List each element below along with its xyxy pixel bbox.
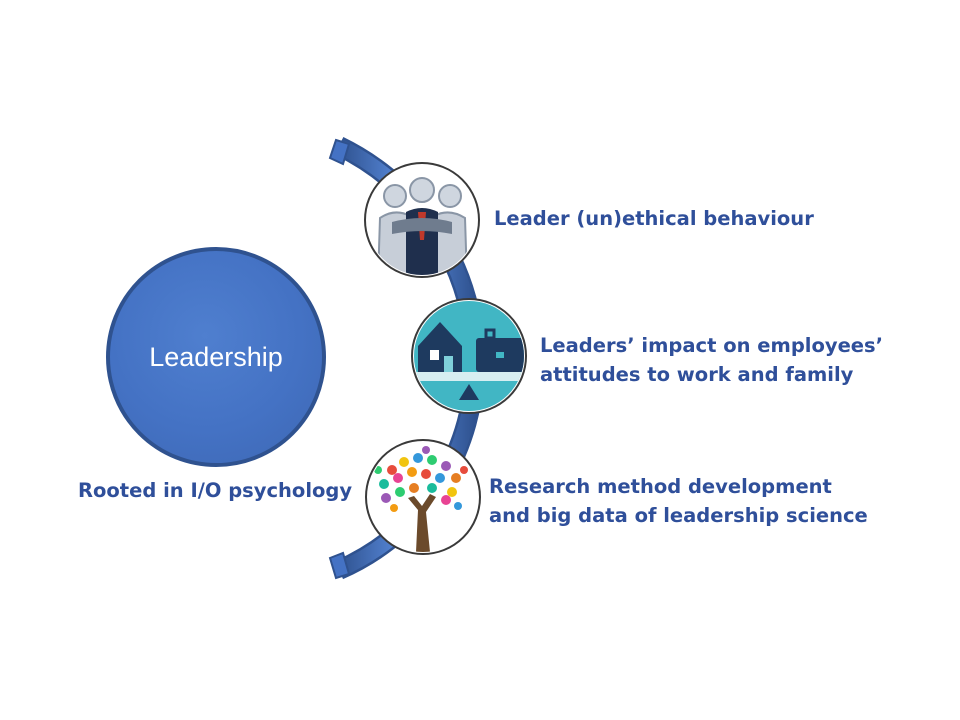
work-life-balance-icon — [411, 298, 527, 414]
teamwork-hands-icon — [364, 162, 480, 278]
item-label-line: and big data of leadership science — [489, 504, 868, 527]
item-label-line: Leader (un)ethical behaviour — [494, 207, 814, 230]
item-label-line: Research method development — [489, 475, 832, 498]
item-label-ethics: Leader (un)ethical behaviour — [494, 204, 814, 233]
item-label-line: Leaders’ impact on employees’ — [540, 334, 884, 357]
handprint-tree-icon — [365, 439, 481, 555]
leadership-circle: Leadership — [106, 247, 326, 467]
item-label-impact: Leaders’ impact on employees’ attitudes … — [540, 331, 883, 389]
leadership-label: Leadership — [149, 341, 283, 372]
item-label-line: attitudes to work and family — [540, 363, 854, 386]
item-label-research: Research method development and big data… — [489, 472, 868, 530]
root-label: Rooted in I/O psychology — [78, 479, 353, 502]
